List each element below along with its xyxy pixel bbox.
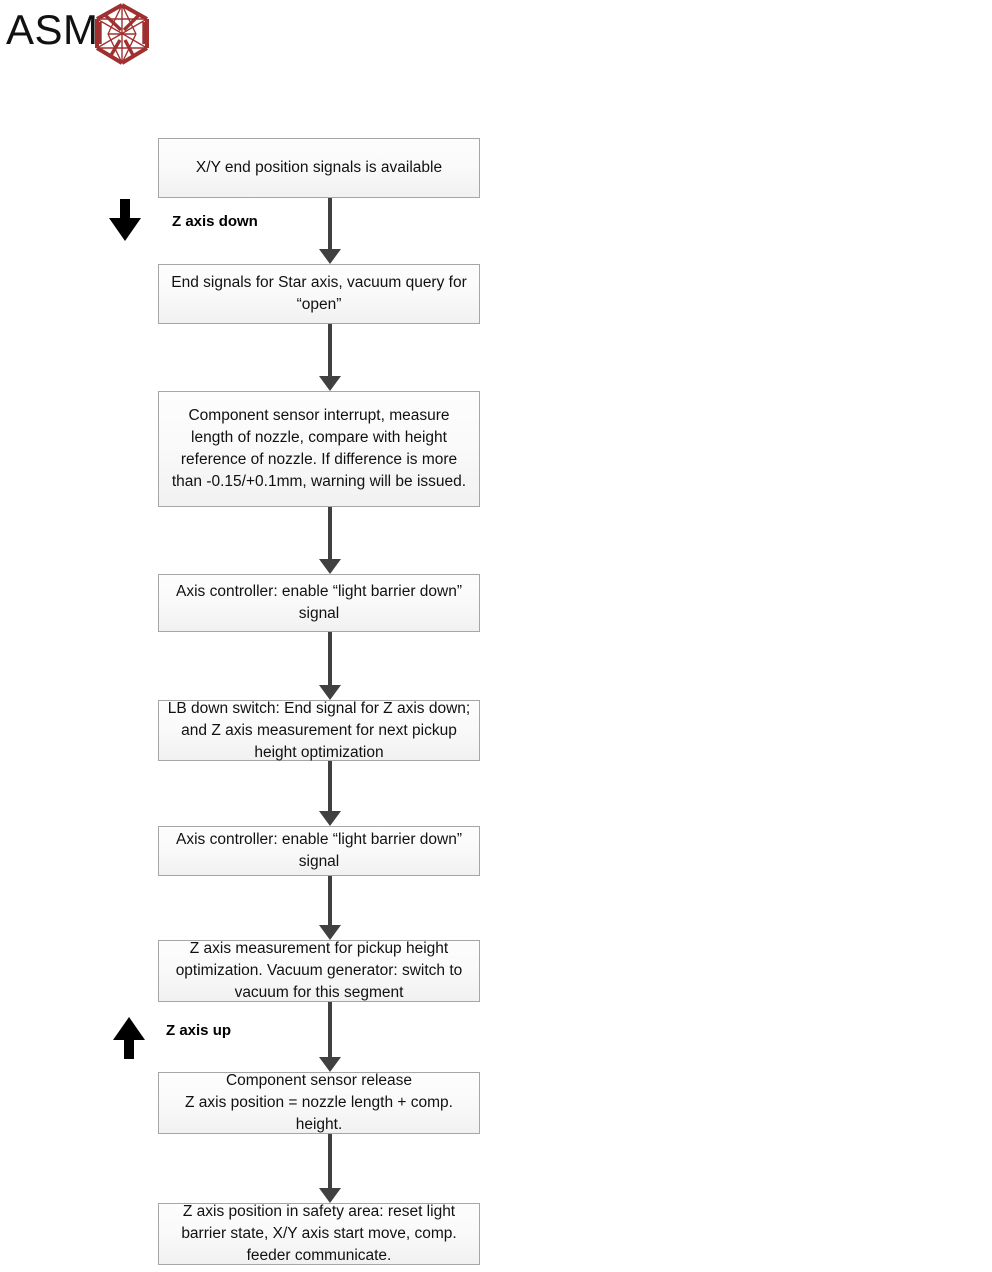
- flow-node-label: Axis controller: enable “light barrier d…: [175, 583, 463, 622]
- connector-arrow: [319, 507, 341, 574]
- flow-node[interactable]: X/Y end position signals is available: [158, 138, 480, 198]
- arrow-down-icon: [108, 198, 142, 242]
- connector-shaft: [328, 324, 332, 376]
- flow-node[interactable]: End signals for Star axis, vacuum query …: [158, 264, 480, 324]
- connector-arrow: [319, 1002, 341, 1072]
- flow-node-label: Component sensor interrupt, measure leng…: [171, 407, 467, 490]
- connector-arrow: [319, 324, 341, 391]
- brand-header: ASM: [0, 0, 400, 72]
- arrow-head-icon: [319, 559, 341, 574]
- flow-node[interactable]: Z axis measurement for pickup height opt…: [158, 940, 480, 1002]
- flow-node[interactable]: Axis controller: enable “light barrier d…: [158, 826, 480, 876]
- flow-node-label: Z axis measurement for pickup height opt…: [175, 940, 463, 1001]
- arrow-head-icon: [319, 376, 341, 391]
- connector-arrow: [319, 876, 341, 940]
- flow-node-label: End signals for Star axis, vacuum query …: [171, 274, 467, 313]
- hexagon-wireframe-icon: [88, 2, 156, 66]
- flow-node[interactable]: LB down switch: End signal for Z axis do…: [158, 700, 480, 761]
- arrow-head-icon: [319, 925, 341, 940]
- flow-node-label: Axis controller: enable “light barrier d…: [175, 831, 463, 870]
- brand-wordmark: ASM: [6, 6, 99, 53]
- connector-shaft: [328, 1134, 332, 1188]
- connector-arrow: [319, 632, 341, 700]
- flow-node[interactable]: Component sensor interrupt, measure leng…: [158, 391, 480, 507]
- arrow-head-icon: [319, 249, 341, 264]
- connector-arrow: [319, 198, 341, 264]
- connector-shaft: [328, 507, 332, 559]
- connector-shaft: [328, 632, 332, 685]
- flow-node[interactable]: Z axis position in safety area: reset li…: [158, 1203, 480, 1265]
- arrow-head-icon: [319, 811, 341, 826]
- arrow-head-icon: [319, 1188, 341, 1203]
- arrow-head-icon: [319, 685, 341, 700]
- connector-shaft: [328, 761, 332, 811]
- connector-shaft: [328, 876, 332, 925]
- arrow-head-icon: [319, 1057, 341, 1072]
- flow-node-label: Z axis position in safety area: reset li…: [181, 1203, 457, 1264]
- connector-arrow: [319, 1134, 341, 1203]
- flow-node-label: LB down switch: End signal for Z axis do…: [167, 699, 471, 761]
- connector-shaft: [328, 1002, 332, 1057]
- direction-label-up: Z axis up: [166, 1022, 232, 1039]
- connector-shaft: [328, 198, 332, 249]
- flow-node-label: X/Y end position signals is available: [195, 159, 443, 176]
- arrow-up-icon: [112, 1016, 146, 1060]
- connector-arrow: [319, 761, 341, 826]
- direction-label-down: Z axis down: [172, 213, 258, 230]
- flow-node[interactable]: Axis controller: enable “light barrier d…: [158, 574, 480, 632]
